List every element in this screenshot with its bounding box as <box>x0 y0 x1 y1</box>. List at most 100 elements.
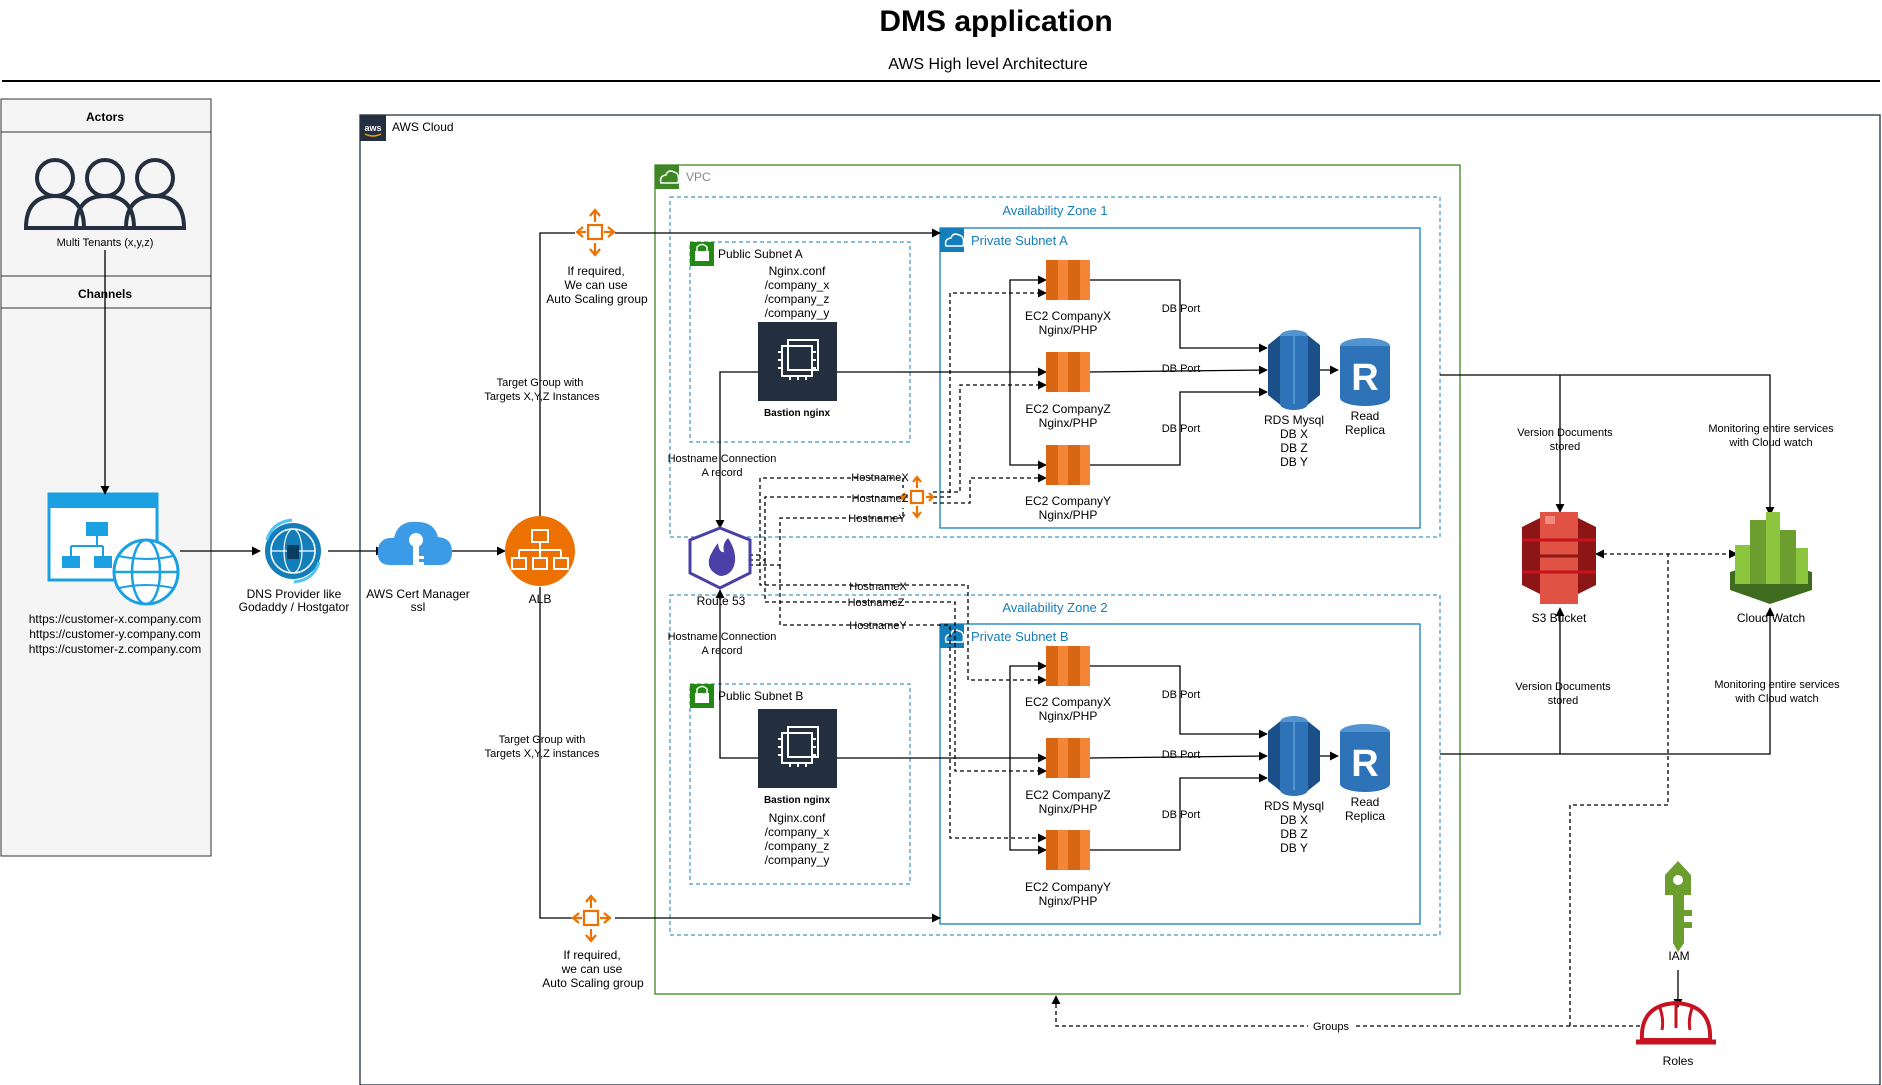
nginx-conf-b-2: /company_z <box>765 839 830 853</box>
s3-label: S3 Bucket <box>1532 611 1587 625</box>
rds-icon <box>1268 330 1320 410</box>
ec2-a-z-1: EC2 CompanyZ <box>1025 402 1110 416</box>
ec2-icon <box>1046 260 1090 300</box>
hostname-bottom-y: HostnameY <box>849 620 907 632</box>
az2-label: Availability Zone 2 <box>1002 600 1107 615</box>
version-docs-top-1: Version Documents <box>1517 427 1613 439</box>
ec2-b-z-2: Nginx/PHP <box>1039 802 1098 816</box>
db-port-label: DB Port <box>1162 749 1201 761</box>
private-subnet-a-label: Private Subnet A <box>971 233 1068 248</box>
users-icon <box>23 158 187 230</box>
replica-a-2: Replica <box>1345 423 1385 437</box>
actors-header: Actors <box>86 110 124 124</box>
alb-label: ALB <box>529 592 552 606</box>
auto-scaling-icon <box>575 208 616 257</box>
asg-top-1: If required, <box>567 264 624 278</box>
actors-panel: Actors Channels Multi Tenants (x,y,z) ht… <box>0 98 212 857</box>
nginx-conf-b-0: Nginx.conf <box>769 811 826 825</box>
dns-label-2: Godaddy / Hostgator <box>239 600 350 614</box>
db-port-label: DB Port <box>1162 303 1201 315</box>
cloudwatch-label: Cloud Watch <box>1737 611 1805 625</box>
read-replica-icon: R <box>1340 338 1390 406</box>
page-title: DMS application <box>879 5 1112 38</box>
version-docs-top-2: stored <box>1550 441 1581 453</box>
tenants-label: Multi Tenants (x,y,z) <box>57 237 154 249</box>
ec2-icon <box>1046 352 1090 392</box>
nginx-conf-a-3: /company_y <box>765 306 830 320</box>
auto-scaling-icon <box>571 894 612 943</box>
nginx-conf-b-1: /company_x <box>765 825 830 839</box>
nginx-conf-a-0: Nginx.conf <box>769 264 826 278</box>
bastion-b-label: Bastion nginx <box>764 795 831 806</box>
s3-bucket-icon <box>1522 512 1596 604</box>
vpc-label: VPC <box>686 170 711 184</box>
bastion-a-icon <box>758 322 837 401</box>
ec2-icon <box>1046 646 1090 686</box>
url-customer-x: https://customer-x.company.com <box>29 612 202 626</box>
monitoring-bottom-2: with Cloud watch <box>1734 693 1818 705</box>
asg-bottom-1: If required, <box>563 948 620 962</box>
roles-label: Roles <box>1663 1054 1694 1068</box>
monitoring-bottom-1: Monitoring entire services <box>1714 679 1840 691</box>
rds-a-1: RDS Mysql <box>1264 413 1324 427</box>
ec2-icon <box>1046 445 1090 485</box>
db-port-label: DB Port <box>1162 363 1201 375</box>
ec2-a-z-2: Nginx/PHP <box>1039 416 1098 430</box>
private-subnet-icon <box>940 624 964 648</box>
db-port-label: DB Port <box>1162 423 1201 435</box>
asg-top-3: Auto Scaling group <box>546 292 648 306</box>
db-port-label: DB Port <box>1162 689 1201 701</box>
target-group-bottom-1: Target Group with <box>499 734 586 746</box>
private-subnet-b-label: Private Subnet B <box>971 629 1069 644</box>
rds-a-3: DB Z <box>1280 441 1307 455</box>
hostname-top-y: HostnameY <box>848 513 906 525</box>
replica-b-1: Read <box>1351 795 1380 809</box>
nginx-conf-a-2: /company_z <box>765 292 830 306</box>
monitoring-top-2: with Cloud watch <box>1728 437 1812 449</box>
monitoring-top-1: Monitoring entire services <box>1708 423 1834 435</box>
rds-a-4: DB Y <box>1280 455 1308 469</box>
url-customer-z: https://customer-z.company.com <box>29 642 202 656</box>
iam-key-icon <box>1665 861 1692 952</box>
dns-label-1: DNS Provider like <box>247 587 342 601</box>
ec2-b-z-1: EC2 CompanyZ <box>1025 788 1110 802</box>
svg-text:R: R <box>1351 743 1378 785</box>
page-subtitle: AWS High level Architecture <box>888 56 1088 73</box>
replica-a-1: Read <box>1351 409 1380 423</box>
ec2-a-y-1: EC2 CompanyY <box>1025 494 1111 508</box>
az1-group: Availability Zone 1 <box>669 196 1441 538</box>
ec2-a-x-1: EC2 CompanyX <box>1025 309 1111 323</box>
nginx-conf-b-3: /company_y <box>765 853 830 867</box>
private-subnet-icon <box>940 228 964 252</box>
hostname-top-z: HostnameZ <box>852 493 909 505</box>
replica-b-2: Replica <box>1345 809 1385 823</box>
hostname-top-x: HostnameX <box>851 472 909 484</box>
route53-label: Route 53 <box>697 594 746 608</box>
public-subnet-a: Public Subnet A Nginx.conf /company_x /c… <box>689 241 911 443</box>
nginx-conf-a-1: /company_x <box>765 278 830 292</box>
vpc-cloud-icon <box>655 165 679 189</box>
aws-cloud-label: AWS Cloud <box>392 120 454 134</box>
aws-cloud-group: aws AWS Cloud <box>359 114 1881 1085</box>
iam-label: IAM <box>1668 949 1689 963</box>
db-port-label: DB Port <box>1162 809 1201 821</box>
cert-label-2: ssl <box>411 600 426 614</box>
hostname-conn-b-1: Hostname Connection <box>668 631 777 643</box>
ec2-a-x-2: Nginx/PHP <box>1039 323 1098 337</box>
solid-connectors <box>100 228 1775 1008</box>
az1-label: Availability Zone 1 <box>1002 203 1107 218</box>
public-subnet-b-label: Public Subnet B <box>718 689 803 703</box>
hostname-bottom-x: HostnameX <box>849 581 907 593</box>
alb-icon <box>505 516 575 586</box>
ec2-a-y-2: Nginx/PHP <box>1039 508 1098 522</box>
private-subnet-a: Private Subnet A <box>939 227 1421 529</box>
svg-text:aws: aws <box>364 123 381 133</box>
website-icon <box>47 492 180 606</box>
cert-manager-icon <box>377 521 452 567</box>
rds-b-1: RDS Mysql <box>1264 799 1324 813</box>
bastion-b-icon <box>758 709 837 788</box>
ec2-b-x-1: EC2 CompanyX <box>1025 695 1111 709</box>
vpc-group: VPC <box>654 164 1461 995</box>
target-group-top-1: Target Group with <box>497 377 584 389</box>
